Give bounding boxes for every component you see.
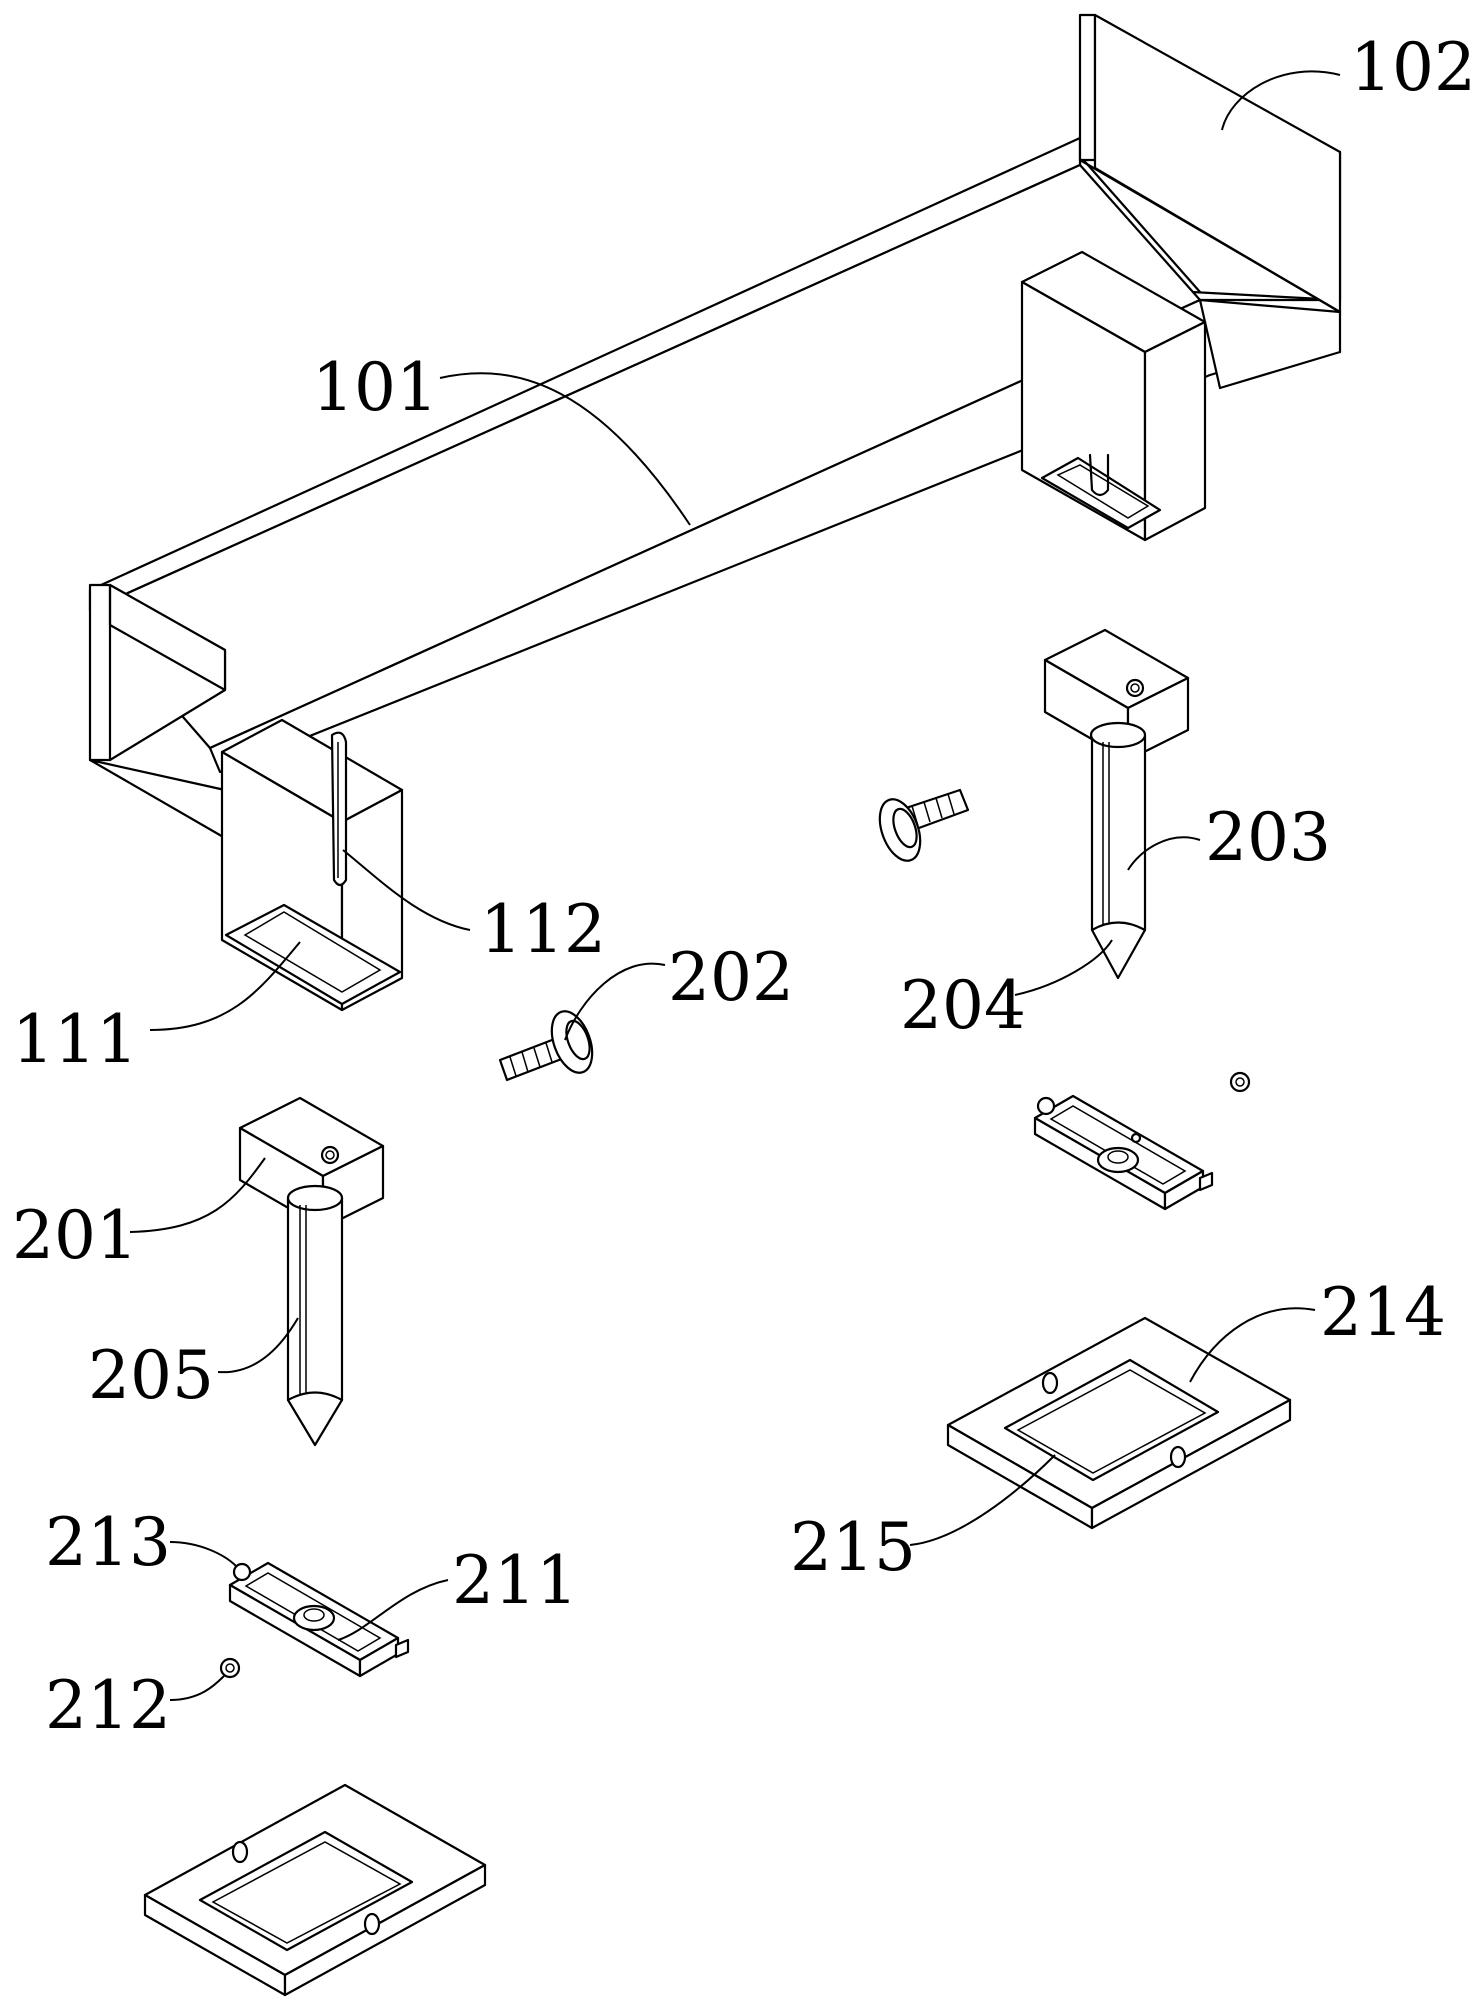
label-202: 202 [668, 939, 794, 1016]
label-101: 101 [312, 349, 438, 426]
leader-112 [342, 849, 471, 931]
label-212: 212 [45, 1667, 171, 1744]
label-205: 205 [88, 1337, 214, 1414]
label-111: 111 [12, 1001, 138, 1078]
rear-small-screw [1229, 1071, 1251, 1093]
rear-pin [1089, 721, 1147, 980]
leader-202 [564, 962, 666, 1041]
front-end-block [88, 583, 227, 840]
label-215: 215 [790, 1509, 916, 1586]
leader-203 [1127, 836, 1201, 871]
label-112: 112 [480, 891, 606, 968]
leader-111 [149, 941, 301, 1031]
leader-212 [169, 1675, 225, 1701]
label-211: 211 [452, 1542, 578, 1619]
front-socket [220, 718, 404, 1012]
front-latch-plate [228, 1561, 410, 1678]
leader-201 [129, 1157, 266, 1233]
leader-215 [909, 1454, 1056, 1546]
rear-thumb-screw [878, 788, 970, 862]
rear-latch-plate [1033, 1094, 1214, 1211]
leader-211 [337, 1579, 449, 1641]
label-201: 201 [12, 1197, 138, 1274]
leader-214 [1189, 1307, 1316, 1383]
leader-101 [439, 372, 691, 526]
label-203: 203 [1205, 799, 1331, 876]
label-102: 102 [1350, 29, 1476, 106]
label-213: 213 [45, 1504, 171, 1581]
rear-socket [1020, 250, 1207, 542]
front-small-screw [219, 1657, 241, 1679]
label-204: 204 [900, 967, 1026, 1044]
leader-204 [1014, 939, 1113, 996]
main-beam [88, 136, 1342, 774]
front-thumb-screw [498, 1010, 594, 1082]
leader-102 [1221, 70, 1341, 131]
label-214: 214 [1320, 1274, 1446, 1351]
front-pin [286, 1184, 344, 1447]
leader-213 [169, 1541, 237, 1567]
leader-lines [129, 70, 1341, 1701]
rear-end-block [1078, 13, 1342, 390]
front-latch-pin [232, 1562, 252, 1582]
rear-base-plate [946, 1316, 1292, 1530]
front-base-plate [143, 1783, 487, 1997]
leader-205 [217, 1317, 299, 1374]
